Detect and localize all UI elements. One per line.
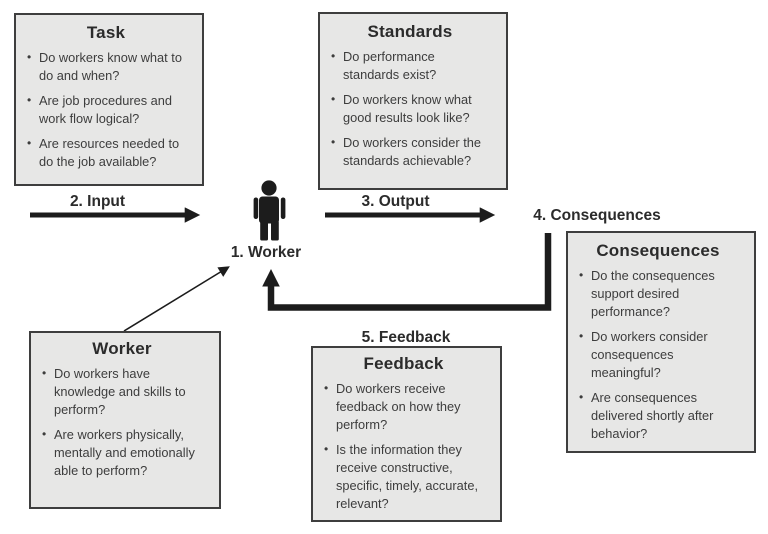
consequences-bullet: Are consequences delivered shortly after… (577, 388, 739, 443)
worker-box: Worker Do workers have knowledge and ski… (29, 331, 221, 509)
worker-bullet-list: Do workers have knowledge and skills to … (40, 364, 204, 480)
label-output: 3. Output (361, 193, 430, 210)
label-input: 2. Input (69, 193, 126, 210)
task-bullet: Are resources needed to do the job avail… (25, 134, 187, 171)
task-bullet-list: Do workers know what to do and when? Are… (25, 48, 187, 171)
standards-bullet: Do performance standards exist? (329, 47, 491, 84)
label-consequences: 4. Consequences (533, 207, 661, 224)
standards-box: Standards Do performance standards exist… (318, 12, 508, 190)
consequences-bullet: Do the consequences support desired perf… (577, 266, 739, 321)
consequences-box-title: Consequences (596, 241, 720, 260)
task-box-title: Task (86, 23, 126, 42)
task-bullet: Are job procedures and work flow logical… (25, 91, 187, 128)
worker-bullet: Are workers physically, mentally and emo… (40, 425, 204, 480)
label-worker: 1. Worker (230, 244, 302, 261)
feedback-bullet: Do workers receive feedback on how they … (322, 379, 485, 434)
task-box: Task Do workers know what to do and when… (14, 13, 204, 186)
feedback-bullet: Is the information they receive construc… (322, 440, 485, 513)
standards-box-title: Standards (367, 22, 453, 41)
task-bullet: Do workers know what to do and when? (25, 48, 187, 85)
worker-person-icon (253, 180, 286, 241)
standards-bullet: Do workers know what good results look l… (329, 90, 491, 127)
feedback-bullet-list: Do workers receive feedback on how they … (322, 379, 485, 513)
worker-box-title: Worker (92, 339, 152, 358)
consequences-box: Consequences Do the consequences support… (566, 231, 756, 453)
standards-bullet-list: Do performance standards exist? Do worke… (329, 47, 491, 170)
feedback-box-title: Feedback (363, 354, 444, 373)
consequences-bullet: Do workers consider consequences meaning… (577, 327, 739, 382)
worker-box-pointer-arrow (123, 266, 230, 332)
consequences-bullet-list: Do the consequences support desired perf… (577, 266, 739, 443)
feedback-box: Feedback Do workers receive feedback on … (311, 346, 502, 522)
feedback-loop-arrow (262, 233, 552, 311)
worker-bullet: Do workers have knowledge and skills to … (40, 364, 204, 419)
label-feedback: 5. Feedback (361, 329, 451, 346)
standards-bullet: Do workers consider the standards achiev… (329, 133, 491, 170)
